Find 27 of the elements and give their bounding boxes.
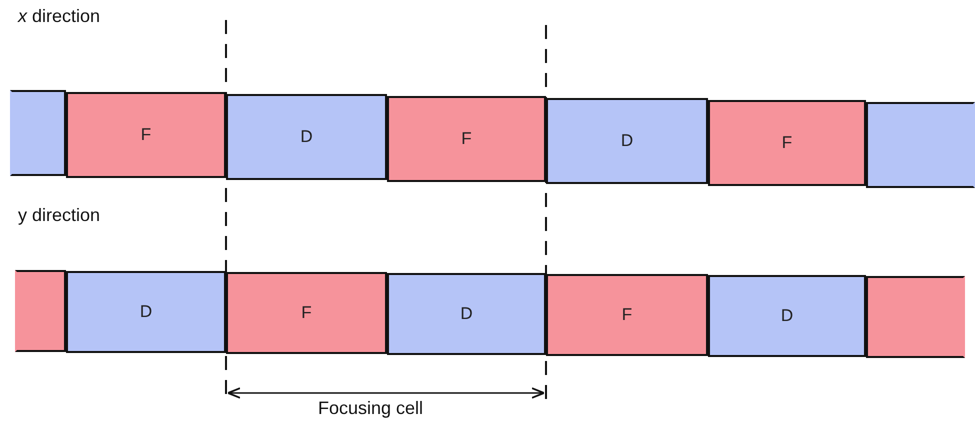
- magnet-segment: [708, 275, 866, 357]
- lattice-end-segment: [10, 90, 66, 176]
- magnet-segment: [66, 92, 226, 178]
- magnet-letter: F: [622, 305, 632, 325]
- lattice-end-segment: [866, 276, 965, 358]
- magnet-letter: D: [140, 302, 152, 322]
- magnet-segment: [546, 274, 708, 356]
- lattice-end-segment: [15, 270, 66, 352]
- magnet-letter: F: [782, 133, 792, 153]
- direction-label: x direction: [18, 6, 100, 27]
- lattice-end-segment: [866, 102, 975, 188]
- magnet-segment: [387, 273, 546, 355]
- magnet-letter: F: [301, 303, 312, 323]
- magnet-letter: D: [780, 306, 794, 326]
- magnet-segment: [708, 100, 866, 186]
- magnet-segment: [66, 271, 226, 353]
- direction-label: y direction: [18, 205, 100, 226]
- magnet-segment: [226, 272, 387, 354]
- magnet-segment: [226, 94, 387, 180]
- magnet-letter: D: [620, 131, 634, 151]
- magnet-letter: F: [140, 125, 152, 145]
- magnet-letter: F: [461, 129, 472, 149]
- dimension-label: Focusing cell: [318, 398, 424, 419]
- magnet-segment: [387, 96, 546, 182]
- magnet-segment: [546, 98, 708, 184]
- magnet-letter: D: [460, 304, 473, 324]
- magnet-letter: D: [300, 127, 313, 147]
